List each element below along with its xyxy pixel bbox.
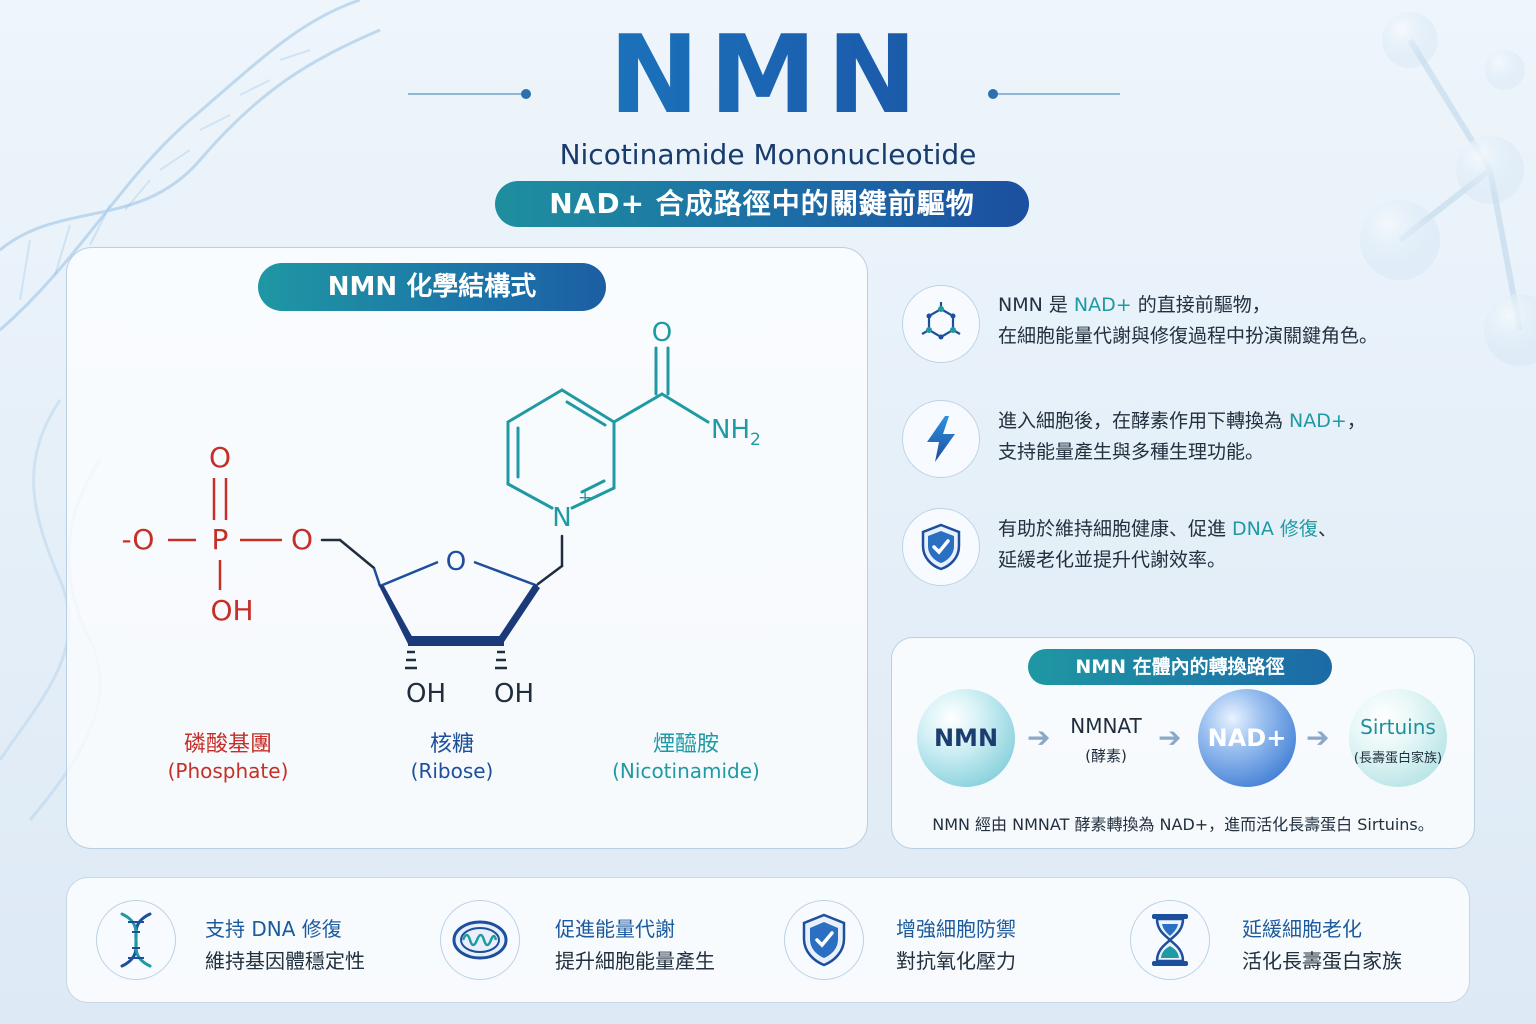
enzyme-sub-label: (酵素) bbox=[1085, 747, 1127, 765]
shield-check-icon bbox=[784, 900, 864, 980]
atom-oh-right: OH bbox=[494, 679, 534, 709]
group-label-nicotinamide-cn: 煙醯胺 bbox=[652, 732, 719, 757]
title-right-dot bbox=[988, 89, 998, 99]
group-label-ribose-en: (Ribose) bbox=[410, 759, 494, 783]
tagline-pill: NAD+ 合成路徑中的關鍵前驅物 bbox=[495, 181, 1029, 227]
group-label-phosphate-en: (Phosphate) bbox=[167, 759, 289, 783]
ring-bond bbox=[506, 388, 564, 424]
title-left-dot bbox=[521, 89, 531, 99]
sirtuins-label: Sirtuins bbox=[1360, 715, 1436, 739]
nad-sphere: NAD+ bbox=[1198, 689, 1296, 787]
ring-bond bbox=[506, 482, 554, 510]
molecule-icon bbox=[902, 285, 980, 363]
benefit-4-desc: 活化長壽蛋白家族 bbox=[1242, 949, 1402, 973]
enzyme-label: NMNAT bbox=[1070, 714, 1142, 738]
group-label-phosphate-cn: 磷酸基團 bbox=[183, 732, 272, 757]
group-label-ribose-cn: 核糖 bbox=[429, 732, 474, 757]
hourglass-icon bbox=[1130, 900, 1210, 980]
point-3-text: 有助於維持細胞健康、促進 DNA 修復、 延緩老化並提升代謝效率。 bbox=[998, 518, 1337, 571]
sirtuins-sub-label: (長壽蛋白家族) bbox=[1353, 751, 1443, 766]
lightning-icon bbox=[902, 400, 980, 478]
atom-n-plus: N bbox=[552, 503, 571, 533]
ring-double-bond bbox=[580, 479, 606, 494]
atom-o-minus: -O bbox=[122, 523, 155, 556]
benefit-4-title: 延緩細胞老化 bbox=[1242, 917, 1362, 941]
mitochondria-icon bbox=[440, 900, 520, 980]
page-title: NMN bbox=[0, 22, 1536, 130]
nmn-sphere: NMN bbox=[917, 689, 1015, 787]
atom-o-ester: O bbox=[291, 523, 313, 556]
amide-bond bbox=[660, 392, 710, 424]
atom-o-double: O bbox=[209, 441, 231, 474]
group-label-nicotinamide-en: (Nicotinamide) bbox=[612, 759, 760, 783]
benefit-1-desc: 維持基因體穩定性 bbox=[205, 949, 365, 973]
pathway-note: NMN 經由 NMNAT 酵素轉換為 NAD+，進而活化長壽蛋白 Sirtuin… bbox=[932, 815, 1434, 834]
benefit-2-desc: 提升細胞能量產生 bbox=[555, 949, 715, 973]
wedge-bond bbox=[408, 636, 504, 646]
title-right-line bbox=[996, 93, 1120, 95]
ring-bond bbox=[560, 388, 616, 424]
structure-heading: NMN 化學結構式 bbox=[258, 263, 606, 311]
atom-nh2: NH2 bbox=[711, 415, 761, 450]
atom-oh-left: OH bbox=[406, 679, 446, 709]
arrow-right-icon: ➔ bbox=[1158, 721, 1182, 754]
nad-label: NAD+ bbox=[1207, 724, 1287, 752]
arrow-right-icon: ➔ bbox=[1306, 721, 1330, 754]
ring-o-bond bbox=[473, 560, 539, 588]
ring-double-bond bbox=[565, 400, 607, 427]
wedge-bond bbox=[498, 584, 540, 642]
ring-bond bbox=[570, 486, 616, 510]
wedge-bond bbox=[378, 584, 414, 644]
c5-bond bbox=[338, 538, 376, 570]
pathway-heading: NMN 在體內的轉換路徑 bbox=[1028, 649, 1332, 685]
benefit-3-title: 增強細胞防禦 bbox=[896, 917, 1016, 941]
carbonyl-bond bbox=[612, 392, 664, 424]
point-2-text: 進入細胞後，在酵素作用下轉換為 NAD+， 支持能量產生與多種生理功能。 bbox=[998, 410, 1366, 463]
point-1-text: NMN 是 NAD+ 的直接前驅物， 在細胞能量代謝與修復過程中扮演關鍵角色。 bbox=[998, 294, 1379, 347]
page-subtitle: Nicotinamide Mononucleotide bbox=[559, 138, 977, 171]
benefit-3-desc: 對抗氧化壓力 bbox=[896, 949, 1016, 973]
sirtuins-sphere bbox=[1349, 689, 1447, 787]
ring-o-bond bbox=[379, 560, 439, 588]
dna-icon bbox=[96, 900, 176, 980]
structure-panel bbox=[66, 247, 868, 849]
glycosidic-bond bbox=[536, 564, 564, 586]
c4-bond bbox=[372, 567, 382, 587]
nmn-label: NMN bbox=[933, 724, 999, 752]
atom-oh-phosphate: OH bbox=[210, 594, 253, 627]
benefits-panel bbox=[66, 877, 1470, 1003]
positive-charge: + bbox=[578, 488, 592, 508]
nmn-structure-diagram: O NH2 N + O OH OH O -O P O OH bbox=[122, 318, 761, 709]
benefit-2-title: 促進能量代謝 bbox=[555, 917, 675, 941]
arrow-right-icon: ➔ bbox=[1027, 721, 1051, 754]
shield-check-icon bbox=[902, 508, 980, 586]
title-left-line bbox=[408, 93, 526, 95]
atom-o-carbonyl: O bbox=[652, 318, 672, 348]
atom-ring-o: O bbox=[446, 547, 466, 577]
atom-p: P bbox=[212, 523, 229, 556]
benefit-1-title: 支持 DNA 修復 bbox=[205, 917, 342, 941]
